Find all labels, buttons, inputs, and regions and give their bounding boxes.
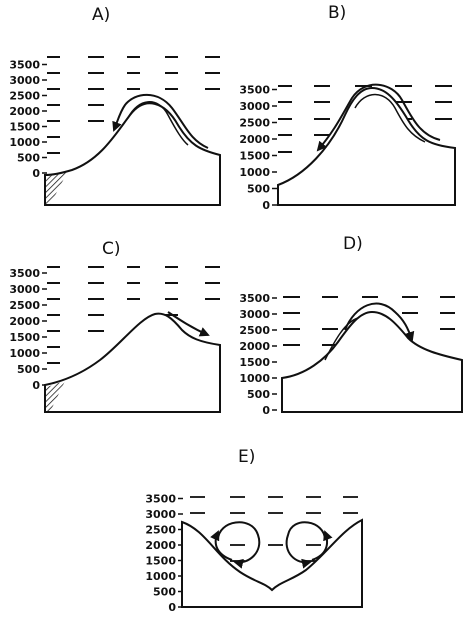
panel-c-mountain (44, 312, 221, 413)
axis-tick-label: 2000 (239, 340, 270, 353)
axis-tick-label: 3500 (145, 493, 176, 506)
panel-b-flow-upper (316, 83, 441, 152)
axis-tick-label: 3000 (239, 308, 270, 321)
panel-e-label: E) (238, 447, 255, 467)
panel-a-flow-upper (112, 93, 209, 149)
panel-c: C) 3500 3000 2500 2000 1500 1000 500 0 (9, 239, 221, 413)
axis-tick-label: 500 (153, 586, 176, 599)
axis-tick-label: 2500 (9, 90, 40, 103)
axis-tick-label: 2000 (239, 133, 270, 146)
axis-tick-label: 500 (247, 388, 270, 401)
panel-d: D) 3500 3000 2500 2000 1500 1000 500 0 (239, 234, 463, 417)
panel-c-axis-labels: 3500 3000 2500 2000 1500 1000 500 0 (9, 267, 47, 392)
axis-tick-label: 1000 (9, 136, 40, 149)
axis-tick-label: 0 (262, 404, 270, 417)
axis-tick-label: 3500 (239, 84, 270, 97)
panel-c-flow (167, 311, 210, 337)
panel-d-dashed-levels (283, 296, 455, 346)
axis-tick-label: 2500 (145, 524, 176, 537)
panel-b-flow-lower (354, 93, 426, 143)
axis-tick-label: 3500 (239, 292, 270, 305)
panel-e-right-eddy-back (311, 530, 333, 561)
panel-b: B) 3500 3000 2500 2000 1500 1000 500 0 (239, 3, 456, 212)
panel-e-left-eddy-back (210, 530, 233, 561)
axis-tick-label: 500 (247, 183, 270, 196)
panel-a-axis-labels: 3500 3000 2500 2000 1500 1000 500 0 (9, 59, 47, 180)
panel-b-label: B) (328, 3, 346, 23)
panel-a-dashed-levels (47, 56, 220, 154)
axis-tick-label: 1000 (239, 166, 270, 179)
panel-e-valley (181, 518, 363, 608)
panel-e: E) 3500 3000 2500 2000 1500 1000 500 0 (145, 447, 363, 614)
axis-tick-label: 500 (17, 152, 40, 165)
axis-tick-label: 2500 (9, 299, 40, 312)
panel-b-mountain (277, 86, 456, 206)
panel-a: A) 3500 3000 2500 2000 1500 1000 500 0 (9, 5, 221, 206)
axis-tick-label: 1500 (239, 356, 270, 369)
axis-tick-label: 1000 (9, 347, 40, 360)
axis-tick-label: 0 (262, 199, 270, 212)
axis-tick-label: 3500 (9, 267, 40, 280)
panel-e-right-eddy (285, 521, 326, 569)
panel-b-axis-labels: 3500 3000 2500 2000 1500 1000 500 0 (239, 84, 277, 212)
panel-b-dashed-levels (278, 85, 452, 153)
panel-d-flow-upper (344, 302, 415, 342)
panel-d-label: D) (343, 234, 363, 254)
panel-c-hatch (45, 381, 65, 412)
axis-tick-label: 3000 (239, 100, 270, 113)
panel-c-label: C) (102, 239, 121, 259)
panel-e-axis-labels: 3500 3000 2500 2000 1500 1000 500 0 (145, 493, 183, 614)
axis-tick-label: 2000 (145, 539, 176, 552)
axis-tick-label: 1500 (9, 121, 40, 134)
axis-tick-label: 0 (32, 379, 40, 392)
axis-tick-label: 3500 (9, 59, 40, 72)
axis-tick-label: 1500 (9, 331, 40, 344)
axis-tick-label: 1500 (145, 555, 176, 568)
panel-a-hatch (45, 171, 68, 205)
axis-tick-label: 0 (32, 167, 40, 180)
axis-tick-label: 1500 (239, 150, 270, 163)
axis-tick-label: 500 (17, 363, 40, 376)
axis-tick-label: 2500 (239, 324, 270, 337)
panel-a-label: A) (92, 5, 110, 25)
axis-tick-label: 1000 (145, 570, 176, 583)
axis-tick-label: 2000 (9, 105, 40, 118)
panel-d-mountain (281, 310, 463, 413)
axis-tick-label: 3000 (9, 74, 40, 87)
axis-tick-label: 3000 (9, 283, 40, 296)
axis-tick-label: 2500 (239, 117, 270, 130)
panel-d-flow-lower (324, 317, 359, 361)
panel-a-flow-lower (127, 101, 189, 146)
axis-tick-label: 3000 (145, 508, 176, 521)
panel-e-left-eddy (217, 521, 261, 569)
axis-tick-label: 1000 (239, 372, 270, 385)
panel-a-mountain (44, 102, 221, 206)
axis-tick-label: 2000 (9, 315, 40, 328)
panel-d-axis-labels: 3500 3000 2500 2000 1500 1000 500 0 (239, 292, 277, 417)
axis-tick-label: 0 (168, 601, 176, 614)
